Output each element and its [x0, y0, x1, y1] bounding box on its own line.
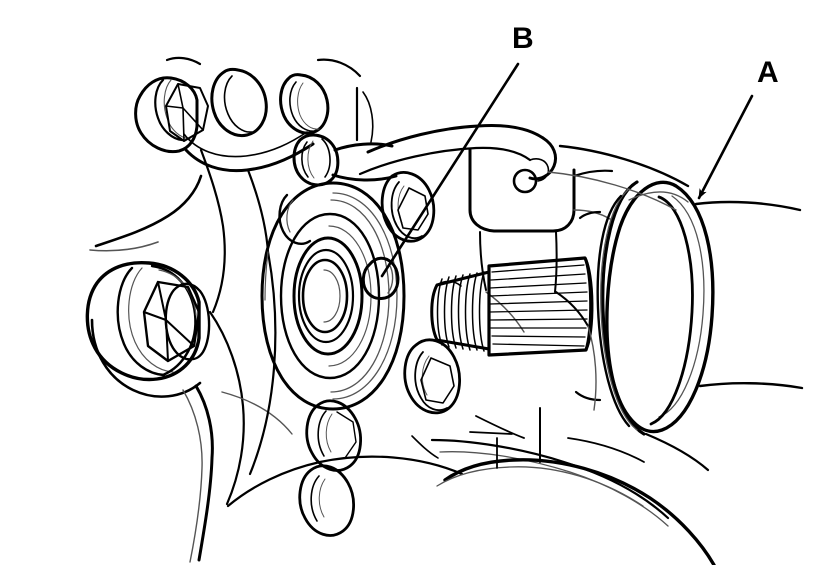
- steering-knuckle-casting: [85, 56, 464, 563]
- callout-label-a: A: [757, 56, 779, 89]
- lower-control-arm-boss: [411, 325, 716, 565]
- wheel-studs: [278, 171, 461, 537]
- callout-label-b: B: [512, 22, 534, 55]
- wheel-hub-flange: [260, 181, 406, 411]
- background-contours: [547, 144, 804, 472]
- driveshaft-splined-end: [430, 256, 594, 357]
- leader-line-a: [697, 94, 754, 200]
- leader-line-b: [380, 62, 520, 278]
- cv-joint-outer-ring: [574, 180, 715, 436]
- brake-hose-fittings: [134, 67, 398, 187]
- hub-alignment-pin: [361, 256, 400, 300]
